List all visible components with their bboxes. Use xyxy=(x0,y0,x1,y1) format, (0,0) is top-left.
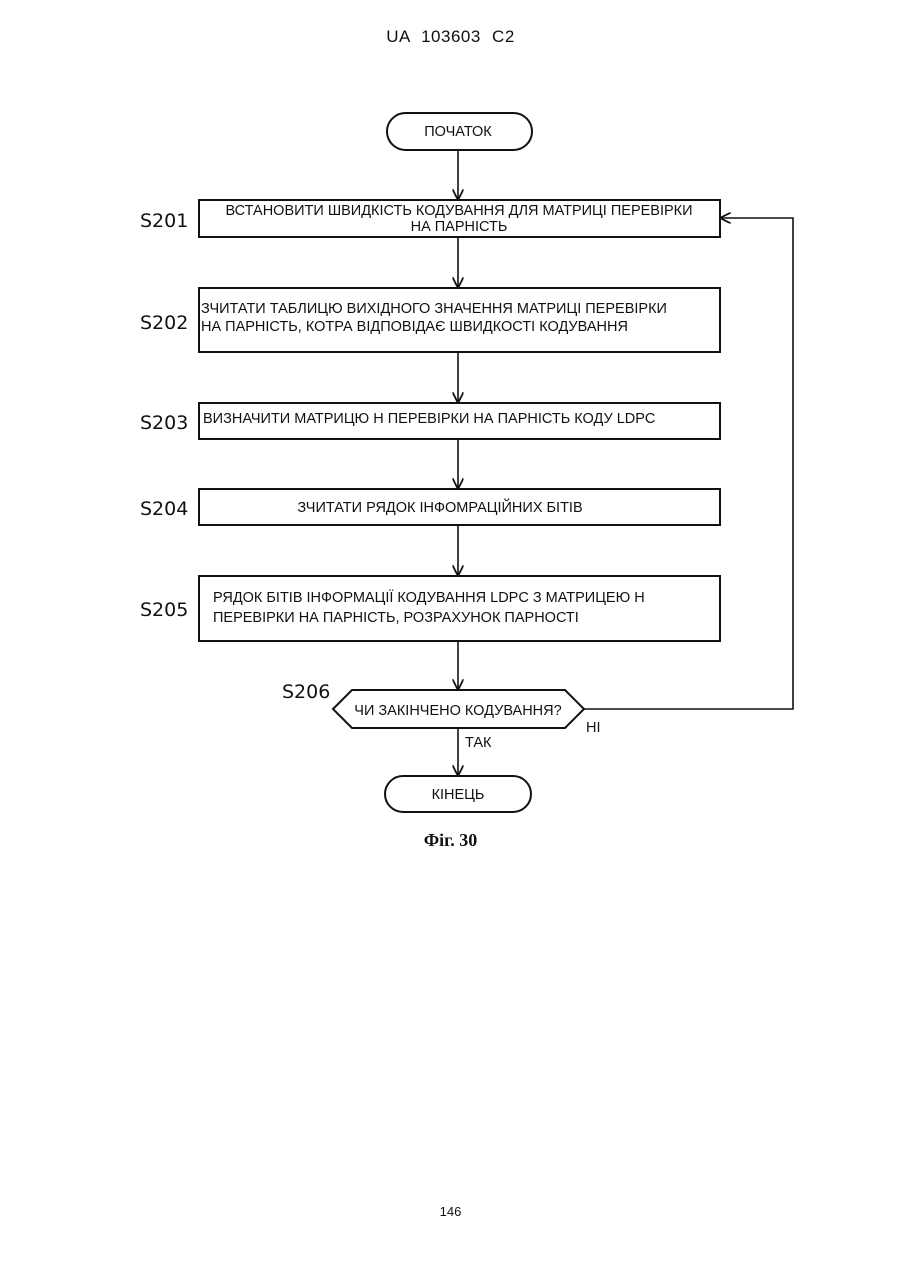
end-terminal: КІНЕЦЬ xyxy=(385,776,531,812)
step-s202: S202 ЗЧИТАТИ ТАБЛИЦЮ ВИХІДНОГО ЗНАЧЕННЯ … xyxy=(140,288,720,352)
step-s205-line-1: РЯДОК БІТІВ ІНФОРМАЦІЇ КОДУВАННЯ LDPC З … xyxy=(213,589,645,606)
step-s202-line-2: НА ПАРНІСТЬ, КОТРА ВІДПОВІДАЄ ШВИДКОСТІ … xyxy=(201,319,628,335)
step-s203-id: S203 xyxy=(140,412,188,434)
figure-caption: Фіг. 30 xyxy=(0,830,901,851)
decision-yes-label: ТАК xyxy=(465,735,492,751)
step-s205-id: S205 xyxy=(140,599,188,621)
step-s203-line-1: ВИЗНАЧИТИ МАТРИЦЮ Н ПЕРЕВІРКИ НА ПАРНІСТ… xyxy=(203,411,655,427)
step-s204-line-1: ЗЧИТАТИ РЯДОК ІНФОМРАЦІЙНИХ БІТІВ xyxy=(297,498,582,516)
decision-s206-id: S206 xyxy=(282,681,330,703)
step-s203: S203 ВИЗНАЧИТИ МАТРИЦЮ Н ПЕРЕВІРКИ НА ПА… xyxy=(140,403,720,439)
decision-text: ЧИ ЗАКІНЧЕНО КОДУВАННЯ? xyxy=(354,703,561,719)
step-s205-line-2: ПЕРЕВІРКИ НА ПАРНІСТЬ, РОЗРАХУНОК ПАРНОС… xyxy=(213,610,579,626)
step-s202-id: S202 xyxy=(140,312,188,334)
end-label: КІНЕЦЬ xyxy=(432,787,485,803)
decision-s206: S206 ЧИ ЗАКІНЧЕНО КОДУВАННЯ? ТАК НІ xyxy=(282,681,601,751)
step-s201: S201 ВСТАНОВИТИ ШВИДКІСТЬ КОДУВАННЯ ДЛЯ … xyxy=(140,200,720,237)
step-s204: S204 ЗЧИТАТИ РЯДОК ІНФОМРАЦІЙНИХ БІТІВ xyxy=(140,489,720,525)
start-terminal: ПОЧАТОК xyxy=(387,113,532,150)
step-s201-line-2: НА ПАРНІСТЬ xyxy=(411,219,508,235)
step-s205: S205 РЯДОК БІТІВ ІНФОРМАЦІЇ КОДУВАННЯ LD… xyxy=(140,576,720,641)
step-s202-line-1: ЗЧИТАТИ ТАБЛИЦЮ ВИХІДНОГО ЗНАЧЕННЯ МАТРИ… xyxy=(201,301,667,317)
page-number: 146 xyxy=(0,1204,901,1219)
step-s201-line-1: ВСТАНОВИТИ ШВИДКІСТЬ КОДУВАННЯ ДЛЯ МАТРИ… xyxy=(225,203,692,219)
step-s204-id: S204 xyxy=(140,498,188,520)
decision-no-label: НІ xyxy=(586,720,601,736)
start-label: ПОЧАТОК xyxy=(424,124,492,140)
step-s201-id: S201 xyxy=(140,210,188,232)
